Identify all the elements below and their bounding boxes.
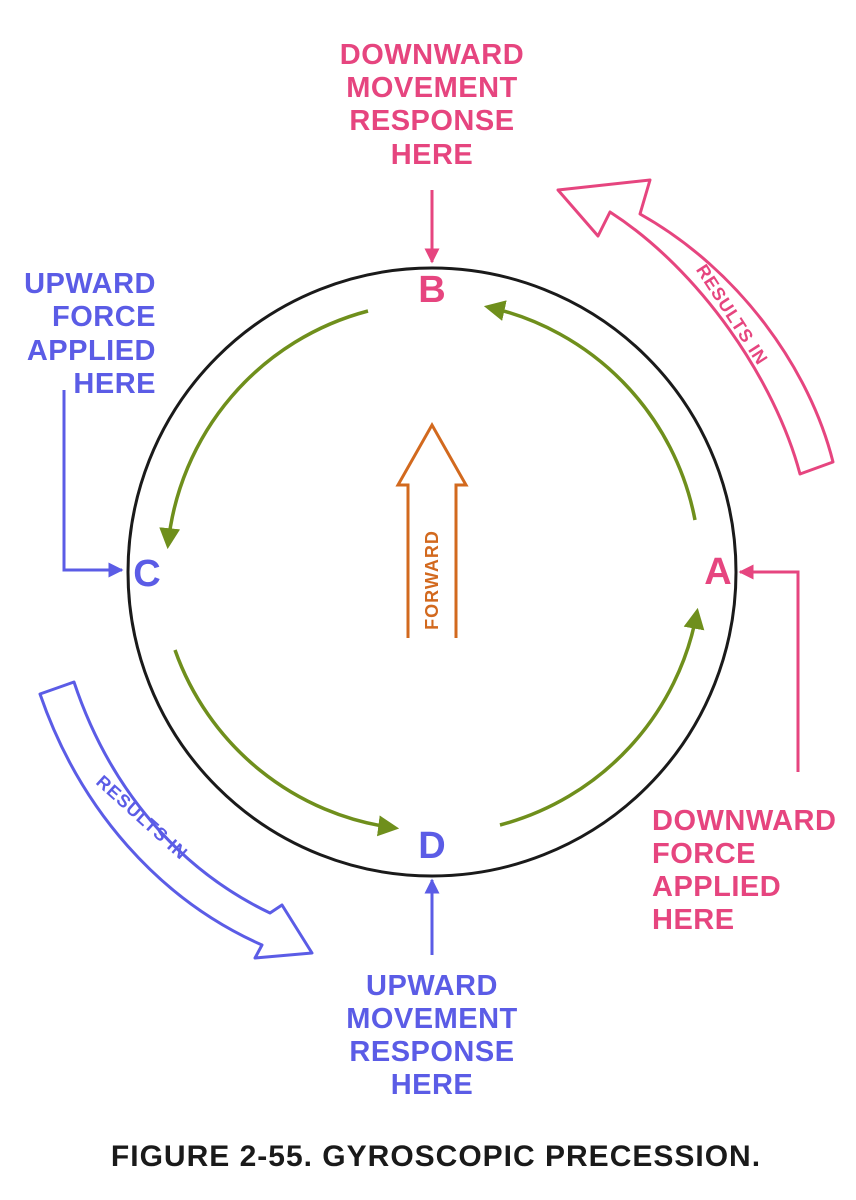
top-response-label: DOWNWARD MOVEMENT RESPONSE HERE [340,39,524,171]
svg-text:UPWARD: UPWARD [24,268,156,300]
left-force-label: UPWARD FORCE APPLIED HERE [24,268,156,400]
svg-text:HERE: HERE [73,368,156,400]
point-c-label: C [133,553,160,595]
gyroscope-rotor-circle [126,266,738,878]
right-force-arrow [738,564,800,772]
bottom-response-label: UPWARD MOVEMENT RESPONSE HERE [346,970,518,1101]
figure-caption: FIGURE 2-55. GYROSCOPIC PRECESSION. [111,1140,761,1173]
svg-text:FORCE: FORCE [652,838,756,870]
svg-text:RESPONSE: RESPONSE [349,105,514,137]
rotation-arrow-d-to-a [499,607,705,827]
svg-text:HERE: HERE [652,904,735,936]
svg-text:MOVEMENT: MOVEMENT [346,1003,518,1035]
svg-text:HERE: HERE [391,139,474,171]
svg-text:FORCE: FORCE [52,301,156,333]
svg-text:RESPONSE: RESPONSE [349,1036,514,1068]
svg-text:DOWNWARD: DOWNWARD [340,39,524,71]
right-force-label: DOWNWARD FORCE APPLIED HERE [652,805,836,936]
forward-arrow [395,421,469,638]
rotation-arrow-b-to-c [159,309,369,550]
results-in-arrow-bottom [38,680,314,960]
svg-text:APPLIED: APPLIED [27,335,156,367]
point-d-label: D [418,825,445,867]
left-force-arrow [62,390,124,578]
svg-text:HERE: HERE [391,1069,474,1101]
svg-text:UPWARD: UPWARD [366,970,498,1002]
rotation-arrow-a-to-b [483,300,697,521]
rotation-arrow-c-to-d [173,649,400,837]
forward-label: FORWARD [422,530,442,630]
results-in-label-top: RESULTS IN [692,261,772,369]
results-in-arrow-top [556,178,835,476]
svg-text:DOWNWARD: DOWNWARD [652,805,836,837]
svg-text:APPLIED: APPLIED [652,871,781,903]
point-a-label: A [704,551,731,593]
svg-text:MOVEMENT: MOVEMENT [346,72,518,104]
point-b-label: B [418,269,445,311]
